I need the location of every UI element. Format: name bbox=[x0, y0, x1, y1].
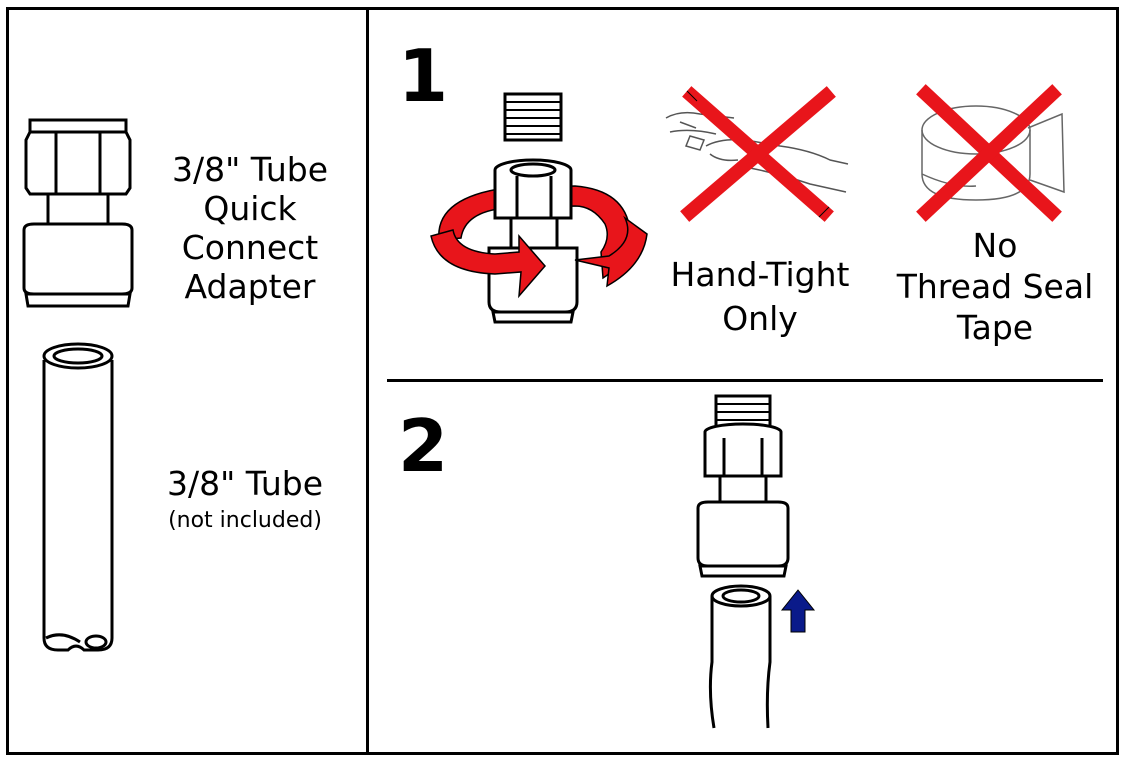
adapter-label: 3/8" Tube Quick Connect Adapter bbox=[150, 150, 350, 306]
hand-tight-line-1: Hand-Tight bbox=[670, 255, 850, 294]
adapter-label-line-4: Adapter bbox=[184, 267, 316, 306]
step-1-number: 1 bbox=[398, 34, 449, 118]
no-tape-line-3: Tape bbox=[956, 308, 1034, 347]
adapter-label-line-3: Connect bbox=[181, 228, 319, 267]
inserted-tube-icon bbox=[708, 584, 772, 729]
adapter-rotation-icon bbox=[430, 92, 648, 324]
tube-note: (not included) bbox=[168, 508, 322, 533]
no-wrench-icon bbox=[665, 86, 849, 222]
no-tape-line-1: No bbox=[972, 226, 1018, 265]
installed-adapter-icon bbox=[696, 394, 790, 578]
step-2-number: 2 bbox=[398, 404, 449, 488]
no-tape-line-2: Thread Seal bbox=[896, 267, 1094, 306]
outer-frame bbox=[6, 7, 1119, 755]
hand-tight-label: Hand-Tight Only bbox=[655, 253, 865, 341]
adapter-label-line-2: Quick bbox=[203, 189, 297, 228]
step-divider-horizontal bbox=[387, 379, 1103, 382]
no-thread-seal-tape-icon bbox=[916, 84, 1065, 222]
panel-divider-vertical bbox=[366, 7, 369, 755]
no-thread-seal-tape-label: No Thread Seal Tape bbox=[880, 225, 1110, 348]
quick-connect-adapter-icon bbox=[22, 118, 134, 308]
adapter-label-line-1: 3/8" Tube bbox=[171, 150, 329, 189]
push-up-arrow-icon bbox=[780, 589, 816, 633]
hand-tight-line-2: Only bbox=[722, 299, 798, 338]
tube-icon bbox=[42, 342, 114, 652]
tube-label: 3/8" Tube bbox=[166, 464, 324, 503]
